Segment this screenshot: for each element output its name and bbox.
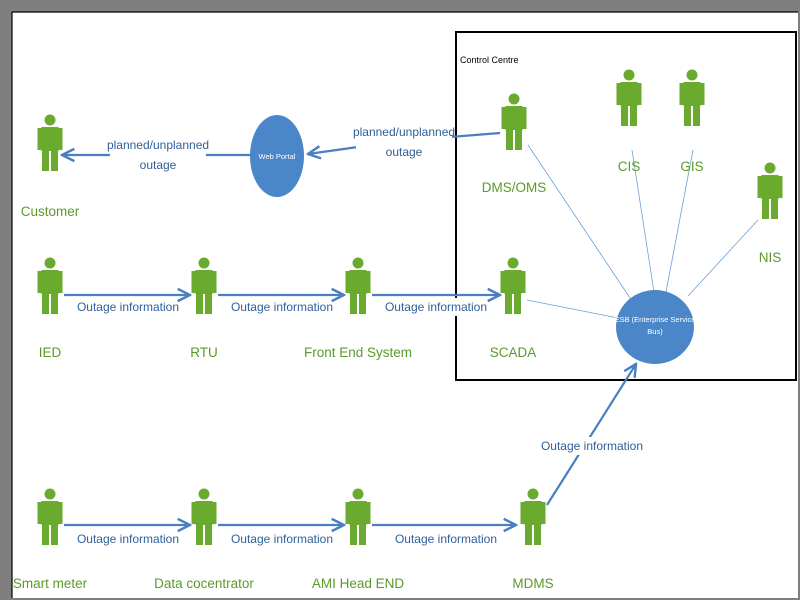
- mdms-to-esb-arrow: [546, 364, 636, 506]
- edge-label-portal-customer-2: outage: [140, 158, 177, 172]
- mdms-actor-icon: [520, 488, 546, 545]
- ied-label: IED: [39, 345, 62, 360]
- customer-label: Customer: [21, 204, 80, 219]
- nis-label: NIS: [759, 250, 782, 265]
- smart-meter-label: Smart meter: [13, 576, 88, 591]
- cis-esb-link: [631, 149, 655, 293]
- edge-label-mdms-esb: Outage information: [541, 439, 643, 453]
- scada-actor-icon: [500, 257, 526, 314]
- edge-label-dc-ami: Outage information: [231, 532, 333, 546]
- ami-head-end-actor-icon: [345, 488, 371, 545]
- esb-node: [616, 290, 694, 364]
- smart-meter-actor-icon: [37, 488, 63, 545]
- scada-label: SCADA: [490, 345, 537, 360]
- front-end-system-actor-icon: [345, 257, 371, 314]
- edge-label-portal-customer-1: planned/unplanned: [107, 138, 209, 152]
- edge-label-ied-rtu: Outage information: [77, 300, 179, 314]
- nis-actor-icon: [757, 162, 783, 219]
- dms-to-portal-arrow: [308, 147, 359, 154]
- control-centre-title: Control Centre: [460, 55, 519, 65]
- front-end-system-label: Front End System: [304, 345, 412, 360]
- rtu-actor-icon: [191, 257, 217, 314]
- data-concentrator-actor-icon: [191, 488, 217, 545]
- edge-label-dms-portal-1: planned/unplanned: [353, 125, 455, 139]
- edge-label-dms-portal-2: outage: [386, 145, 423, 159]
- scada-esb-link: [526, 299, 619, 319]
- gis-label: GIS: [680, 159, 703, 174]
- web-portal-node: [250, 115, 304, 197]
- dms-to-portal-line: [449, 131, 501, 139]
- customer-actor-icon: [37, 114, 63, 171]
- edge-label-ami-mdms: Outage information: [395, 532, 497, 546]
- edge-label-rtu-fes: Outage information: [231, 300, 333, 314]
- data-concentrator-label: Data cocentrator: [154, 576, 254, 591]
- gis-esb-link: [665, 149, 694, 293]
- gis-actor-icon: [679, 69, 705, 126]
- dms-oms-actor-icon: [501, 93, 527, 150]
- mdms-label: MDMS: [512, 576, 553, 591]
- nis-esb-link: [687, 219, 759, 297]
- web-portal-label: Web Portal: [259, 152, 296, 161]
- cis-label: CIS: [618, 159, 641, 174]
- esb-label-line1: ESB (Enterprise Service: [615, 315, 696, 324]
- dms-esb-link: [527, 144, 643, 317]
- esb-label-line2: Bus): [647, 327, 663, 336]
- ied-actor-icon: [37, 257, 63, 314]
- edge-label-sm-dc: Outage information: [77, 532, 179, 546]
- edge-label-fes-scada: Outage information: [385, 300, 487, 314]
- cis-actor-icon: [616, 69, 642, 126]
- rtu-label: RTU: [190, 345, 218, 360]
- ami-head-end-label: AMI Head END: [312, 576, 405, 591]
- dms-oms-label: DMS/OMS: [482, 180, 547, 195]
